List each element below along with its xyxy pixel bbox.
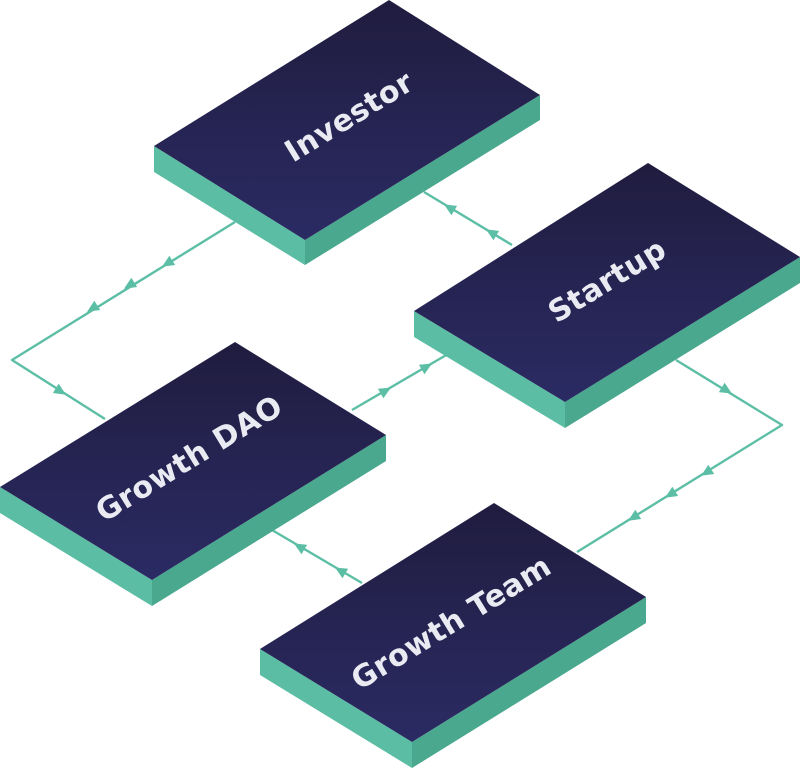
slab-left-face	[154, 146, 305, 265]
node-growth-team: Growth Team	[260, 503, 646, 768]
connectors	[10, 190, 784, 585]
arrowhead-icon	[418, 363, 433, 375]
slab-right-face	[565, 257, 800, 428]
connector-growth-dao-to-startup	[351, 352, 449, 412]
connector-growth-team-to-growth-dao	[271, 528, 363, 585]
connector-startup-to-investor	[423, 190, 513, 247]
arrowhead-icon	[701, 464, 715, 476]
slab-left-face	[0, 487, 152, 606]
arrowheads	[52, 204, 732, 579]
arrowhead-icon	[377, 387, 392, 399]
arrowhead-icon	[665, 486, 679, 498]
arrowhead-icon	[87, 300, 101, 312]
slab-top-face	[260, 503, 646, 742]
connector-investor-to-growth-dao	[10, 220, 236, 421]
slab-right-face	[152, 435, 386, 606]
slab-right-face	[305, 95, 540, 265]
arrowhead-icon	[628, 509, 642, 521]
slab-top-face	[414, 163, 800, 402]
connector-startup-to-growth-team	[576, 358, 784, 554]
slab-left-face	[260, 649, 412, 768]
arrowhead-icon	[124, 277, 138, 289]
slab-left-face	[414, 311, 565, 428]
node-startup: Startup	[414, 163, 800, 428]
slab-top-face	[0, 342, 386, 580]
arrowhead-icon	[162, 255, 176, 267]
arrowhead-icon	[485, 229, 500, 241]
arrowhead-icon	[718, 382, 732, 394]
slab-top-face	[154, 0, 540, 240]
arrowhead-icon	[334, 567, 349, 579]
slab-right-face	[412, 597, 646, 768]
node-growth-dao: Growth DAO	[0, 342, 386, 606]
node-investor: Investor	[154, 0, 540, 265]
arrowhead-icon	[443, 204, 458, 216]
arrowhead-icon	[293, 543, 308, 555]
arrowhead-icon	[52, 383, 66, 395]
